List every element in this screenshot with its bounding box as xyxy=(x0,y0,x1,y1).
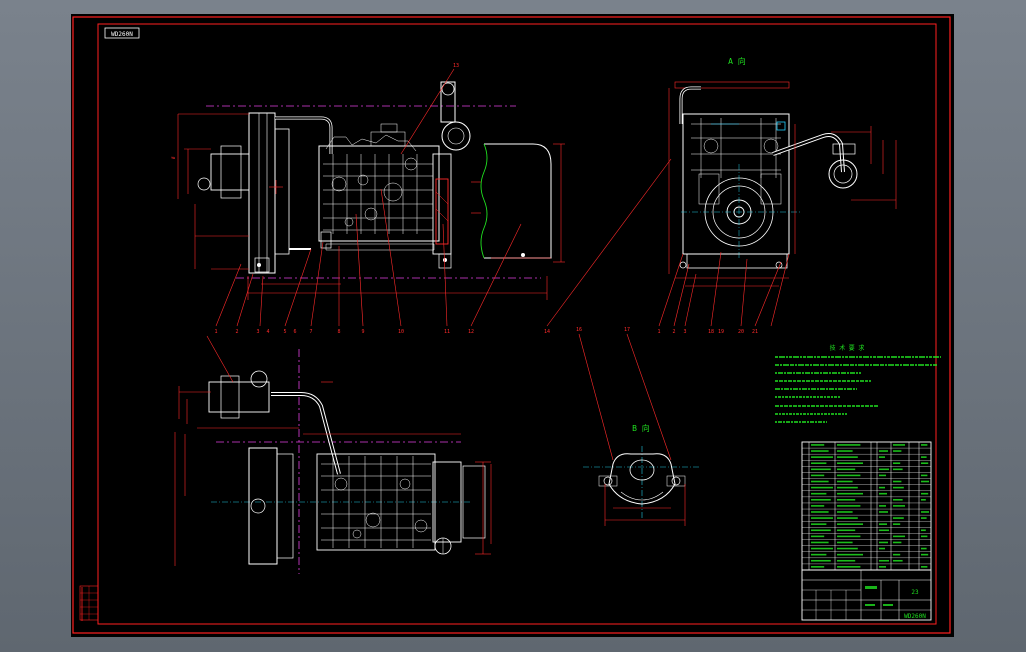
title-block: 23 WD260N xyxy=(801,569,932,621)
balloon-2: 2 xyxy=(235,329,238,335)
side-view-balloons: 1 2 3 4 5 6 7 8 9 10 11 12 13 14 xyxy=(214,63,550,335)
technical-notes xyxy=(775,356,941,423)
end-balloon-19: 19 xyxy=(718,329,724,335)
end-view-dimensions xyxy=(668,88,897,287)
notes-title: 技 术 要 求 xyxy=(830,344,865,352)
end-view-leaders xyxy=(658,251,790,327)
balloon-8: 8 xyxy=(337,329,340,335)
outer-frame xyxy=(72,16,951,634)
cut-label-16: 16 xyxy=(576,327,582,333)
end-balloon-3: 3 xyxy=(683,329,686,335)
drawing-code: WD260N xyxy=(111,31,133,38)
title-block-sheet: 23 xyxy=(911,589,919,596)
view-a-label: A 向 xyxy=(728,56,746,66)
engine-side-view-icon xyxy=(197,81,552,279)
top-view-dimensions xyxy=(174,381,492,566)
end-balloon-21: 21 xyxy=(752,329,758,335)
balloon-13: 13 xyxy=(453,63,459,69)
balloon-6: 6 xyxy=(293,329,296,335)
parts-list-table xyxy=(801,441,932,571)
balloon-7: 7 xyxy=(309,329,312,335)
end-balloon-18: 18 xyxy=(708,329,714,335)
cut-labels: 16 17 xyxy=(576,327,630,333)
mount-detail-icon xyxy=(583,446,701,519)
title-block-code: WD260N xyxy=(904,613,926,620)
balloon-5: 5 xyxy=(283,329,286,335)
engine-end-view-icon xyxy=(674,81,858,269)
svg-text:Ø: Ø xyxy=(171,156,176,159)
detail-dimensions xyxy=(578,333,686,526)
inner-frame xyxy=(97,23,937,625)
balloon-3: 3 xyxy=(256,329,259,335)
end-balloon-1: 1 xyxy=(657,329,660,335)
balloon-12: 12 xyxy=(468,329,474,335)
balloon-1: 1 xyxy=(214,329,217,335)
end-balloon-2: 2 xyxy=(672,329,675,335)
revision-box-rows xyxy=(80,586,98,620)
balloon-4: 4 xyxy=(266,329,269,335)
drawing-sheet[interactable]: WD260N xyxy=(71,14,954,637)
engine-top-view-icon xyxy=(208,349,486,574)
side-view-dim-values: Ø xyxy=(171,156,176,159)
drawing-canvas[interactable]: WD260N xyxy=(71,14,954,637)
end-view-balloons: 1 2 3 18 19 20 21 xyxy=(657,329,758,335)
side-view-leaders xyxy=(215,68,672,327)
cut-label-17: 17 xyxy=(624,327,630,333)
drawing-code-box xyxy=(104,27,140,39)
view-b-label: B 向 xyxy=(632,423,650,433)
top-view-leader xyxy=(206,335,234,383)
end-balloon-20: 20 xyxy=(738,329,744,335)
side-view-dimensions xyxy=(177,113,565,300)
balloon-11: 11 xyxy=(444,329,450,335)
balloon-10: 10 xyxy=(398,329,404,335)
balloon-14: 14 xyxy=(544,329,550,335)
balloon-9: 9 xyxy=(361,329,364,335)
